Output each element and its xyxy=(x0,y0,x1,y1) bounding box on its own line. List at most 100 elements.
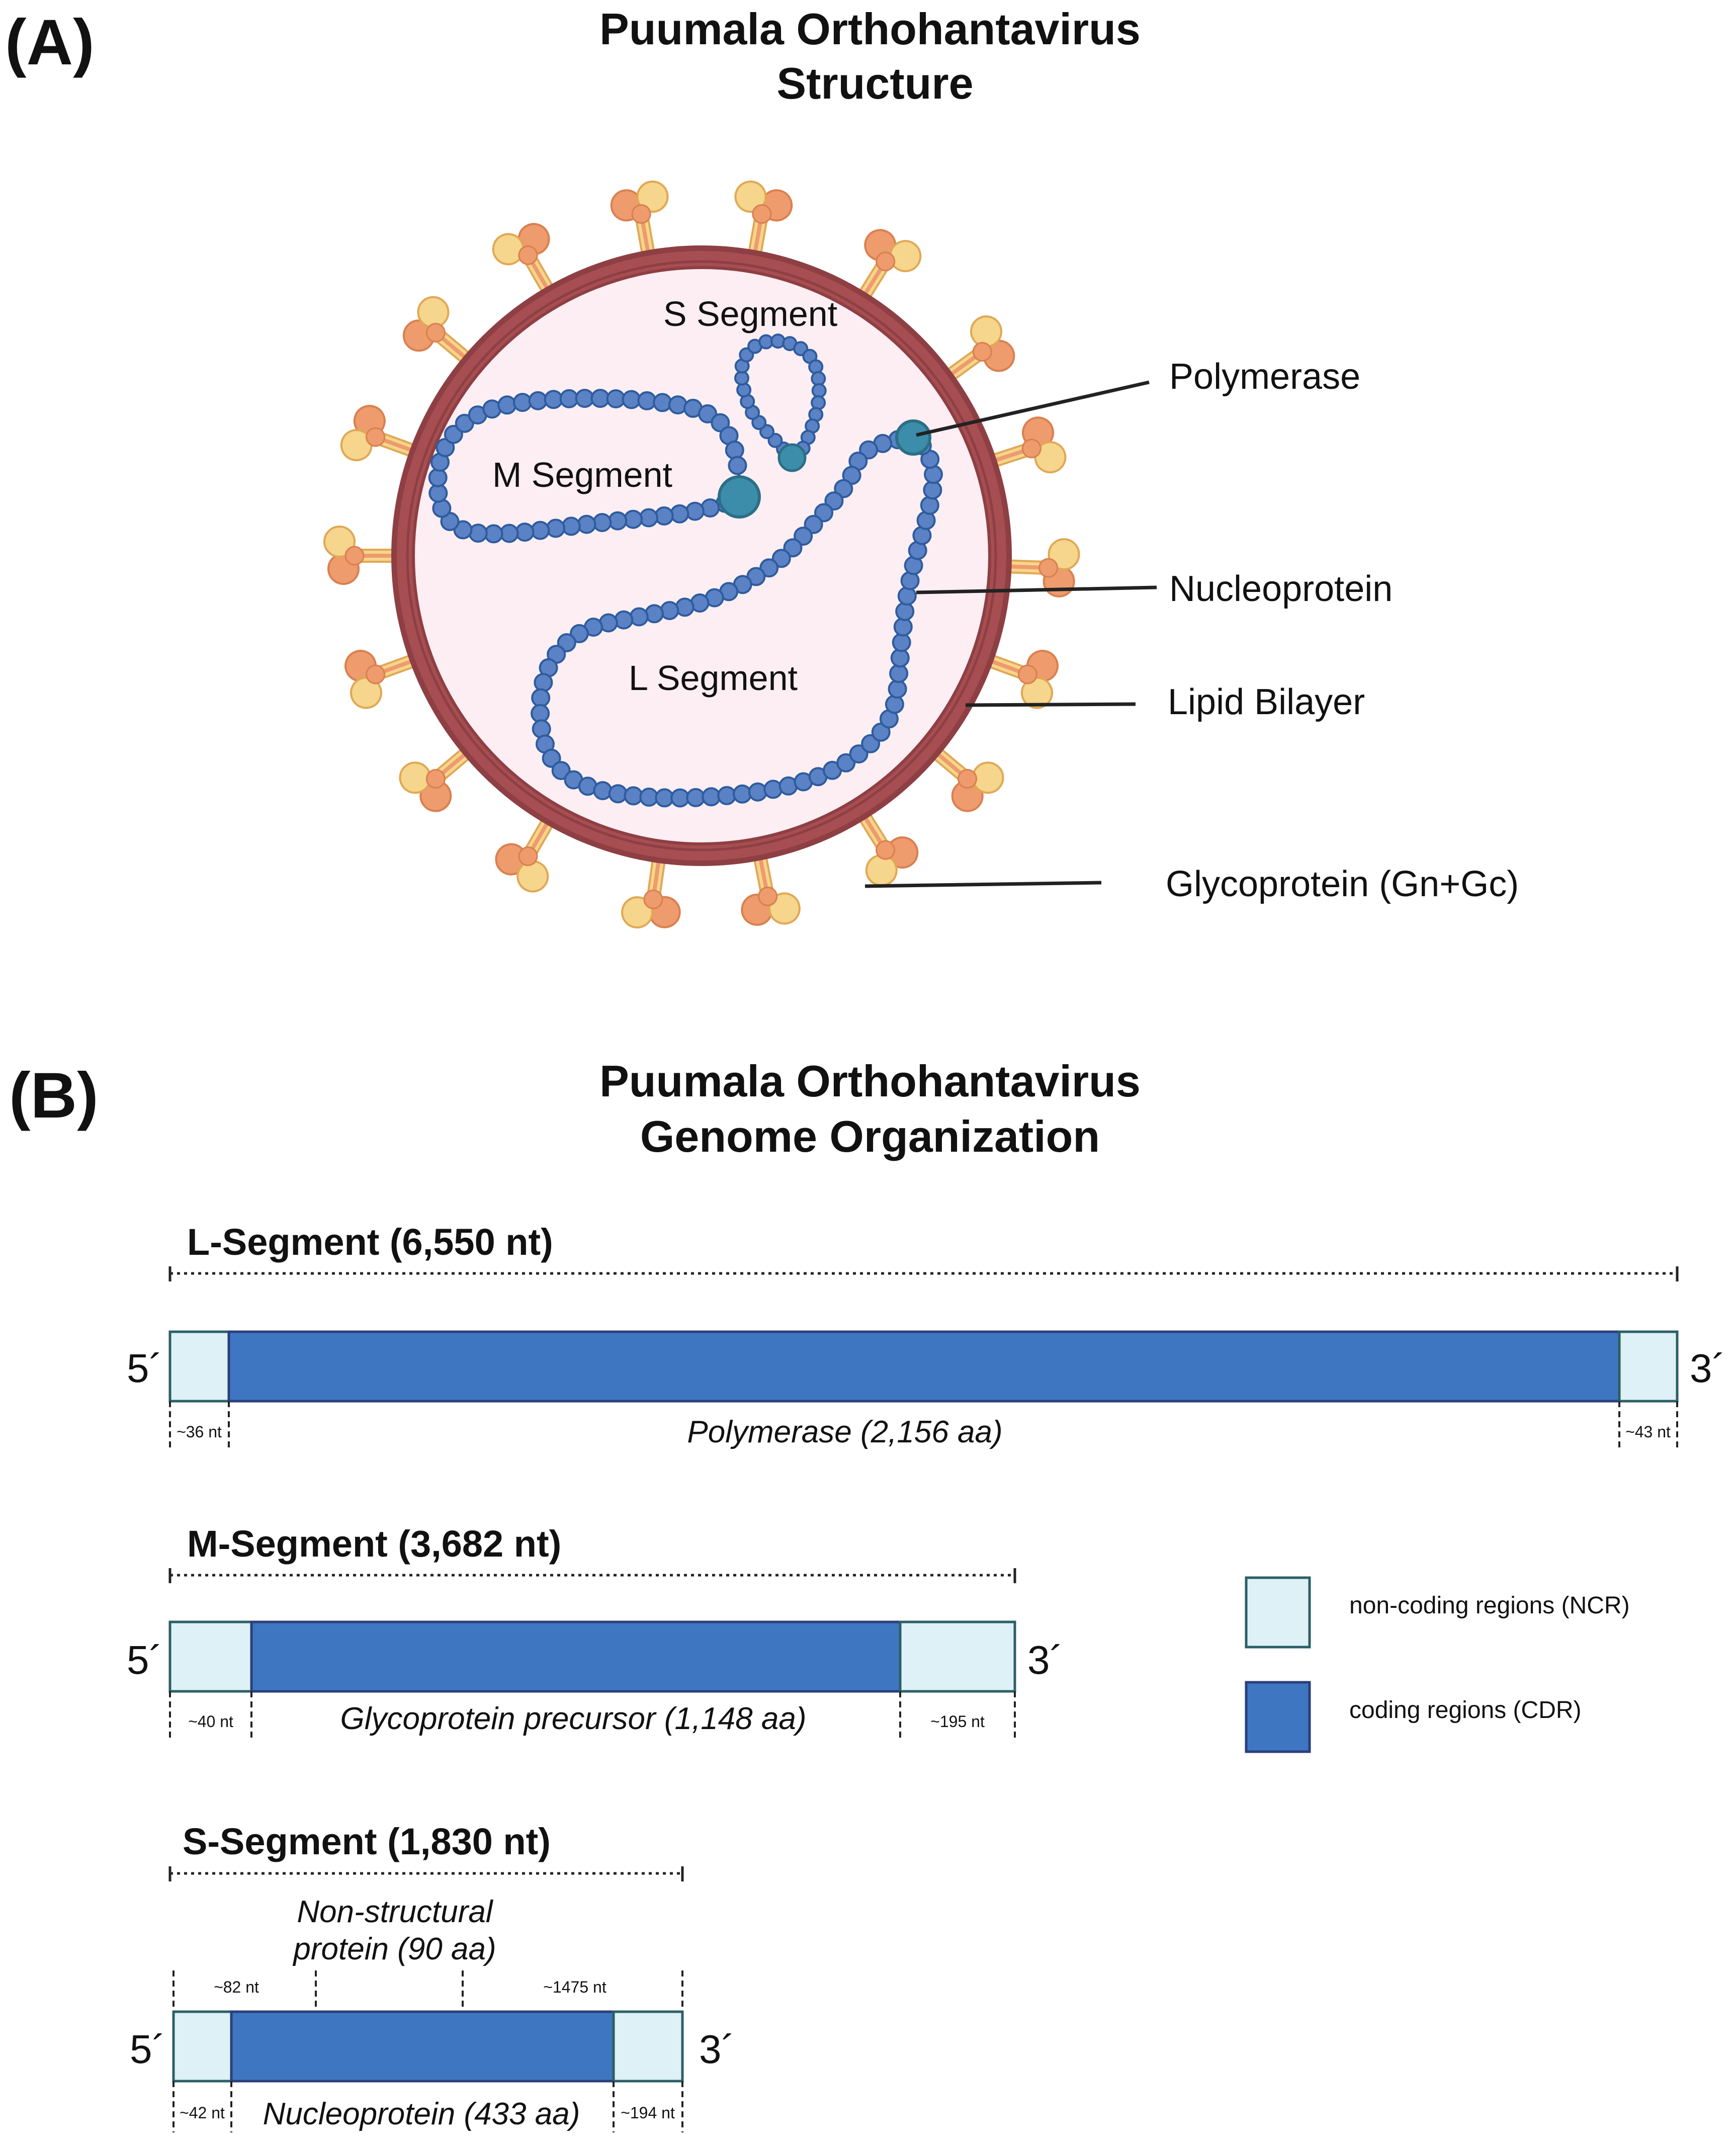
s-protein-label: Nucleoprotein (433 aa) xyxy=(263,2097,580,2131)
nucleoprotein-bead xyxy=(534,673,553,693)
s-ncr-left xyxy=(172,2010,233,2083)
nucleoprotein-bead xyxy=(590,389,610,408)
nucleoprotein-bead xyxy=(428,483,448,503)
nucleoprotein-bead xyxy=(593,781,613,801)
nucleoprotein-bead xyxy=(888,679,907,699)
polymerase-s xyxy=(777,443,807,472)
nucleoprotein-bead xyxy=(577,514,596,534)
nucleoprotein-bead xyxy=(763,780,783,799)
nucleoprotein-bead xyxy=(660,601,679,620)
nucleoprotein-bead xyxy=(725,441,744,460)
s-ns-protein-label-line2: protein (90 aa) xyxy=(292,1932,496,1966)
m-ncr-right-length: ~195 nt xyxy=(930,1712,985,1731)
nucleoprotein-bead xyxy=(670,504,689,524)
nucleoprotein-bead xyxy=(920,495,939,515)
m-segment-title: M-Segment (3,682 nt) xyxy=(187,1523,561,1565)
nucleoprotein-bead xyxy=(759,558,779,578)
nucleoprotein-bead xyxy=(836,753,856,772)
legend: non-coding regions (NCR) coding regions … xyxy=(1245,1576,1630,1753)
nucleoprotein-bead xyxy=(592,513,612,532)
m-ncr-left xyxy=(168,1620,253,1693)
s-three-prime: 3´ xyxy=(699,2027,735,2072)
polymerase-callout: Polymerase xyxy=(1169,357,1360,397)
virion-membrane-inner-line xyxy=(406,260,997,851)
nucleoprotein-bead xyxy=(544,390,563,409)
virion-interior xyxy=(412,266,991,845)
panel-b: (B) Puumala Orthohantavirus Genome Organ… xyxy=(9,1056,1725,2132)
lipid-bilayer-callout-line xyxy=(965,702,1136,707)
nucleoprotein-callout-line xyxy=(916,585,1157,594)
panel-a-title-line1: Puumala Orthohantavirus xyxy=(599,4,1141,54)
legend-cdr-swatch xyxy=(1245,1681,1311,1753)
s-ncr-left-length: ~42 nt xyxy=(180,2104,225,2122)
nucleoprotein-bead xyxy=(701,498,720,518)
legend-cdr-label: coding regions (CDR) xyxy=(1349,1697,1582,1724)
nucleoprotein-bead xyxy=(728,456,747,475)
l-segment-title: L-Segment (6,550 nt) xyxy=(187,1221,553,1263)
nucleoprotein-bead xyxy=(890,648,910,668)
s-coding-region xyxy=(230,2010,615,2083)
m-segment-chain xyxy=(428,389,749,544)
nucleoprotein-bead xyxy=(569,624,589,643)
nucleoprotein-bead xyxy=(624,509,643,529)
nucleoprotein-bead xyxy=(551,761,571,781)
m-protein-label: Glycoprotein precursor (1,148 aa) xyxy=(340,1701,806,1736)
nucleoprotein-bead xyxy=(733,784,752,804)
nucleoprotein-bead xyxy=(531,521,550,540)
nucleoprotein-bead xyxy=(892,633,911,652)
nucleoprotein-bead xyxy=(608,784,628,804)
nucleoprotein-bead xyxy=(575,389,594,408)
s-ns-left-length: ~82 nt xyxy=(214,1978,259,1996)
panel-a-label: (A) xyxy=(5,7,95,78)
nucleoprotein-bead xyxy=(834,479,853,498)
nucleoprotein-bead xyxy=(528,391,548,410)
nucleoprotein-bead xyxy=(893,617,913,637)
lipid-bilayer-callout: Lipid Bilayer xyxy=(1168,682,1365,722)
s-ns-right-length: ~1475 nt xyxy=(543,1978,606,1996)
glycoprotein-callout-line xyxy=(864,881,1102,888)
nucleoprotein-callout: Nucleoprotein xyxy=(1169,569,1393,609)
polymerase-l xyxy=(895,419,931,456)
nucleoprotein-bead xyxy=(670,788,690,808)
nucleoprotein-bead xyxy=(624,786,643,806)
nucleoprotein-bead xyxy=(497,395,517,415)
nucleoprotein-bead xyxy=(614,610,634,630)
panel-b-label: (B) xyxy=(9,1060,99,1132)
l-ncr-right xyxy=(1618,1330,1679,1403)
m-three-prime: 3´ xyxy=(1027,1638,1063,1682)
l-segment-map: L-Segment (6,550 nt) 5´ 3´ ~36 nt ~43 nt… xyxy=(127,1221,1725,1451)
l-ncr-left-length: ~36 nt xyxy=(177,1423,222,1441)
s-segment-title: S-Segment (1,830 nt) xyxy=(183,1821,551,1862)
nucleoprotein-bead xyxy=(889,664,909,683)
nucleoprotein-bead xyxy=(685,501,705,521)
nucleoprotein-bead xyxy=(606,389,626,408)
s-segment-chain xyxy=(734,333,827,465)
nucleoprotein-bead xyxy=(849,744,869,764)
nucleoprotein-bead xyxy=(561,517,581,536)
nucleoprotein-bead xyxy=(653,393,672,412)
polymerase-callout-line xyxy=(916,380,1150,437)
m-five-prime: 5´ xyxy=(127,1638,162,1682)
panel-a-title-line2: Structure xyxy=(776,58,973,108)
m-ncr-right xyxy=(899,1620,1016,1693)
panel-a: (A) Puumala Orthohantavirus Structure S … xyxy=(5,4,1519,929)
nucleoprotein-bead xyxy=(824,491,844,511)
nucleoprotein-bead xyxy=(542,748,561,768)
nucleoprotein-bead xyxy=(629,607,649,627)
l-three-prime: 3´ xyxy=(1690,1346,1725,1391)
nucleoprotein-bead xyxy=(804,514,823,534)
glycoprotein-spike xyxy=(964,647,1059,709)
l-segment-chain xyxy=(531,428,943,808)
nucleoprotein-bead xyxy=(655,788,674,808)
nucleoprotein-bead xyxy=(711,413,730,433)
nucleoprotein-bead xyxy=(512,393,532,412)
nucleoprotein-bead xyxy=(639,508,658,528)
legend-ncr-swatch xyxy=(1245,1576,1311,1649)
nucleoprotein-bead xyxy=(484,524,503,544)
l-protein-label: Polymerase (2,156 aa) xyxy=(687,1415,1002,1449)
nucleoprotein-bead xyxy=(637,391,657,410)
s-ncr-right xyxy=(612,2010,684,2083)
m-ncr-left-length: ~40 nt xyxy=(188,1712,233,1731)
m-segment-label: M Segment xyxy=(492,455,672,494)
